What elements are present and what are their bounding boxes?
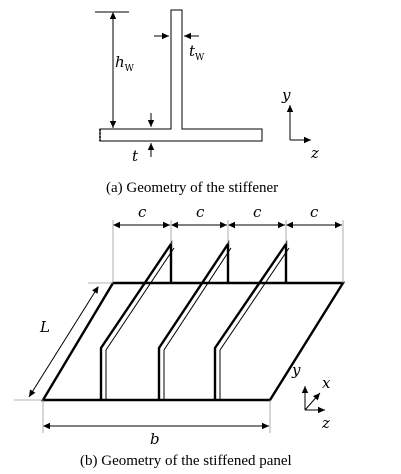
panel-axis-z-label: z xyxy=(321,414,330,432)
panel-axis-y-label: y xyxy=(291,361,301,379)
caption-stiffener: (a) Geometry of the stiffener xyxy=(106,180,278,196)
stiffener-plate-3 xyxy=(213,240,290,400)
stiffener-plate-2 xyxy=(157,240,232,400)
width-label: b xyxy=(150,430,160,448)
length-label: L xyxy=(39,318,50,336)
panel-axis-x-label: x xyxy=(322,374,331,392)
c-label-1: c xyxy=(138,203,147,221)
c-label-4: c xyxy=(310,203,319,221)
flange-thickness-label: t xyxy=(132,147,139,165)
web-thickness-label: tW xyxy=(189,42,205,63)
panel-diagram: c c c c L b y x z xyxy=(14,203,346,448)
panel-axis-x xyxy=(304,392,321,411)
axis-z-label: z xyxy=(310,144,319,162)
axis-y-label: y xyxy=(281,86,291,104)
stiffener-plate-1 xyxy=(99,240,175,400)
caption-panel: (b) Geometry of the stiffened panel xyxy=(80,453,292,469)
stiffener-outline xyxy=(99,9,263,142)
stiffener-diagram: hW tW t y z xyxy=(95,9,319,165)
l-dim-line xyxy=(28,286,99,398)
plate-outline xyxy=(40,281,346,402)
web-height-label: hW xyxy=(115,53,135,74)
c-label-3: c xyxy=(253,203,262,221)
c-label-2: c xyxy=(196,203,205,221)
